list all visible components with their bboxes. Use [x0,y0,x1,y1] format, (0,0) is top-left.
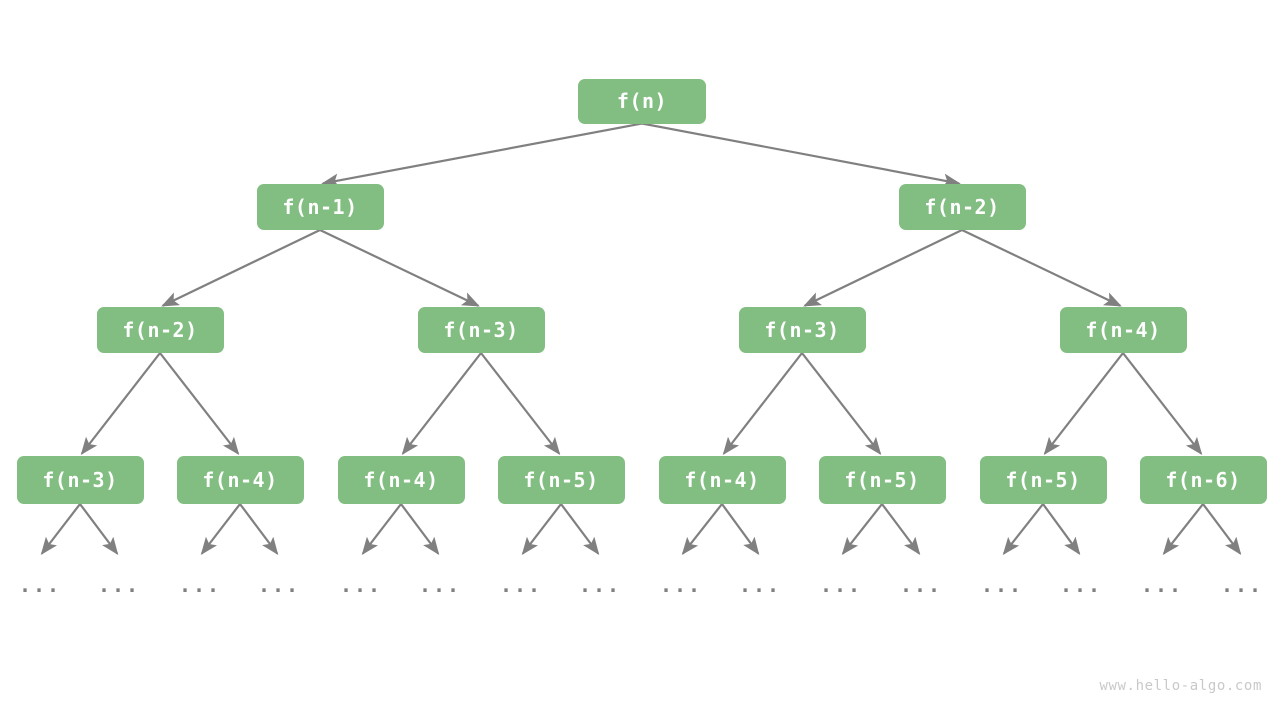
edge-n6-to-n14 [1122,352,1203,456]
leaf-stub-n8-right [239,503,279,556]
ellipsis-n12-left: ... [819,573,863,597]
tree-node-n11: f(n-4) [658,456,786,504]
leaf-stub-n14-left [1162,503,1204,556]
tree-node-n5: f(n-3) [738,307,866,353]
leaf-stub-n11-left [681,503,723,556]
edge-n2-to-n5 [803,229,963,307]
leaf-stub-n14-right [1202,503,1242,556]
ellipsis-n14-left: ... [1140,573,1184,597]
ellipsis-n14-right: ... [1220,573,1264,597]
leaf-stub-n12-right [881,503,921,556]
edge-n0-to-n2 [641,122,961,188]
tree-node-n12: f(n-5) [818,456,946,504]
ellipsis-n8-right: ... [257,573,301,597]
tree-node-n2: f(n-2) [898,184,1026,230]
leaf-stub-n7-right [79,503,119,556]
ellipsis-n11-right: ... [738,573,782,597]
watermark: www.hello-algo.com [1099,678,1262,694]
leaf-stub-n13-right [1042,503,1081,555]
tree-node-n9: f(n-4) [337,456,465,504]
leaf-stub-edges [40,503,1242,556]
tree-node-n7: f(n-3) [16,456,144,504]
edge-n3-to-n8 [159,352,240,456]
tree-node-n8: f(n-4) [176,456,304,504]
tree-node-n13: f(n-5) [979,456,1107,504]
ellipsis-n13-left: ... [980,573,1024,597]
edge-n5-to-n12 [801,352,882,456]
leaf-stub-n10-right [560,503,600,556]
leaf-stub-n9-right [400,503,440,556]
tree-node-n1: f(n-1) [256,184,384,230]
edge-n6-to-n13 [1043,352,1124,456]
ellipsis-n10-right: ... [578,573,622,597]
ellipsis-n10-left: ... [499,573,543,597]
edge-n4-to-n10 [480,352,561,456]
tree-node-n3: f(n-2) [96,307,224,353]
ellipsis-n7-right: ... [97,573,141,597]
edge-n4-to-n9 [401,352,482,456]
ellipsis-n8-left: ... [178,573,222,597]
edge-n0-to-n1 [321,122,643,188]
tree-node-n14: f(n-6) [1139,456,1267,504]
tree-node-n0: f(n) [578,78,706,124]
ellipsis-n13-right: ... [1059,573,1103,597]
tree-node-n6: f(n-4) [1059,307,1187,353]
edge-n5-to-n11 [722,352,803,456]
ellipsis-n7-left: ... [18,573,62,597]
leaf-stub-n10-left [521,503,562,556]
leaf-stub-n11-right [721,503,760,555]
edge-n2-to-n6 [961,229,1122,307]
leaf-stub-n7-left [40,503,81,556]
edge-n1-to-n4 [319,229,480,307]
ellipsis-n9-right: ... [418,573,462,597]
tree-node-n10: f(n-5) [497,456,625,504]
edge-n3-to-n7 [80,352,161,456]
ellipsis-n9-left: ... [339,573,383,597]
leaf-stub-n9-left [361,503,402,556]
leaf-stub-n8-left [200,503,241,556]
ellipsis-n11-left: ... [659,573,703,597]
leaf-stub-n13-left [1002,503,1044,556]
tree-edges [80,122,1203,456]
edge-n1-to-n3 [161,229,321,307]
ellipsis-n12-right: ... [899,573,943,597]
leaf-stub-n12-left [841,503,883,556]
tree-node-n4: f(n-3) [417,307,545,353]
